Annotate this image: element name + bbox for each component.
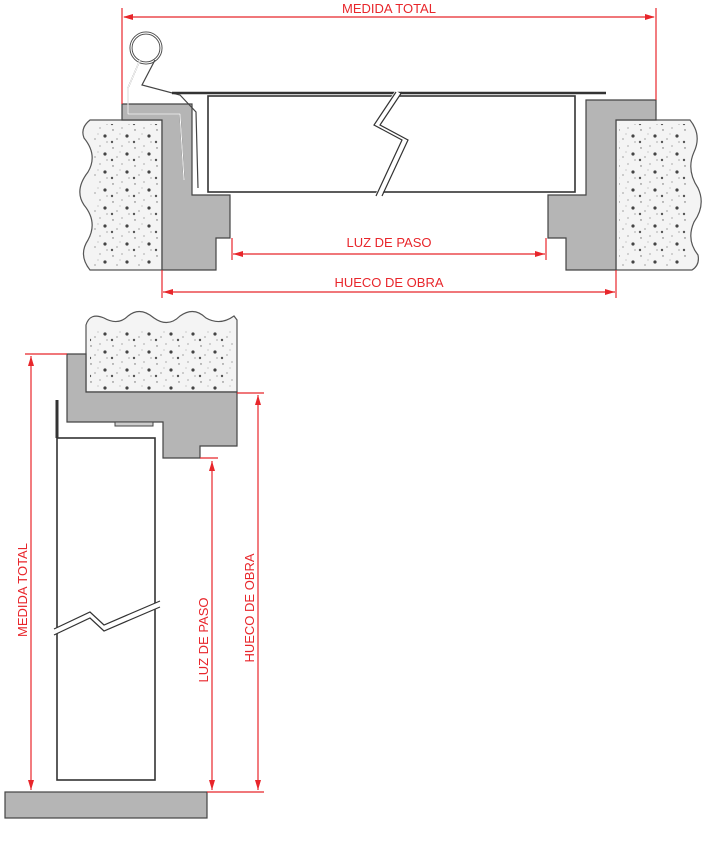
section-medida-total-label: MEDIDA TOTAL	[15, 543, 30, 637]
section-luz-de-paso-label: LUZ DE PASO	[196, 597, 211, 682]
section-break-line-icon	[52, 601, 162, 635]
lintel-texture	[90, 330, 234, 390]
door-leaf	[207, 95, 576, 193]
break-line-icon	[371, 90, 408, 198]
section-view: MEDIDA TOTAL LUZ DE PASO HUECO DE OBRA	[4, 310, 264, 819]
left-wall-texture	[92, 124, 160, 266]
plan-luz-de-paso-label: LUZ DE PASO	[346, 235, 431, 250]
section-hueco-de-obra-label: HUECO DE OBRA	[242, 553, 257, 662]
right-frame	[547, 99, 657, 271]
plan-hueco-de-obra-label: HUECO DE OBRA	[334, 275, 443, 290]
plan-medida-total-label: MEDIDA TOTAL	[342, 1, 436, 16]
right-wall-texture	[619, 124, 688, 266]
plan-view: MEDIDA TOTAL LUZ DE PASO HUECO DE OBRA	[79, 1, 702, 298]
frame-stop-strip	[114, 421, 154, 427]
door-leaf-section	[56, 437, 156, 781]
left-frame	[121, 103, 231, 271]
floor	[4, 791, 208, 819]
